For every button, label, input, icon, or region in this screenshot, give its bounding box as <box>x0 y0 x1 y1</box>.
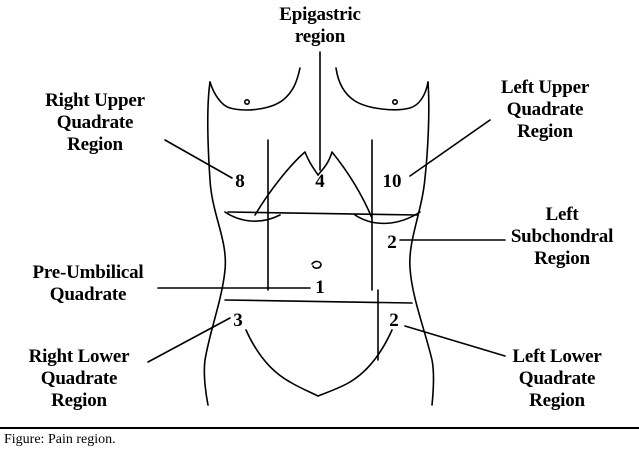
region-number-8: 8 <box>235 171 245 192</box>
lower-right-rib <box>224 211 281 222</box>
region-number-2-upper: 2 <box>387 232 397 253</box>
caption-divider <box>0 427 639 429</box>
region-number-2-lower: 2 <box>389 310 399 331</box>
left-lower-leader <box>404 325 506 357</box>
right-upper-leader <box>164 139 233 179</box>
left-torso-side <box>409 81 435 406</box>
right-nipple <box>244 99 251 106</box>
right-chest-contour <box>209 67 301 111</box>
left-groin-line <box>317 329 393 397</box>
region-number-4: 4 <box>315 171 325 192</box>
left-subchondral-label: Left Subchondral Region <box>510 204 614 269</box>
left-nipple <box>391 99 398 106</box>
region-number-1: 1 <box>315 277 325 298</box>
right-upper-label: Right Upper Quadrate Region <box>45 90 145 155</box>
left-upper-leader <box>409 119 491 177</box>
pre-umbilical-label: Pre-Umbilical Quadrate <box>32 262 144 305</box>
right-lower-label: Right Lower Quadrate Region <box>28 346 130 411</box>
region-number-3: 3 <box>233 310 243 331</box>
left-chest-contour <box>335 67 429 111</box>
right-lower-leader <box>147 317 231 363</box>
abdomen-region-diagram: Epigastric region Right Upper Quadrate R… <box>28 4 614 411</box>
region-number-10: 10 <box>382 171 402 192</box>
left-rib-arch <box>317 151 373 219</box>
figure-caption: Figure: Pain region. <box>4 432 116 447</box>
epigastric-label: Epigastric region <box>279 4 361 47</box>
right-groin-line <box>245 329 319 397</box>
left-upper-label: Left Upper Quadrate Region <box>500 77 590 142</box>
lower-horizontal-line <box>224 299 413 304</box>
left-lower-label: Left Lower Quadrate Region <box>512 346 602 411</box>
umbilicus <box>311 260 322 269</box>
torso-drawing <box>147 51 506 406</box>
upper-horizontal-line <box>227 211 419 216</box>
right-torso-side <box>203 81 227 406</box>
